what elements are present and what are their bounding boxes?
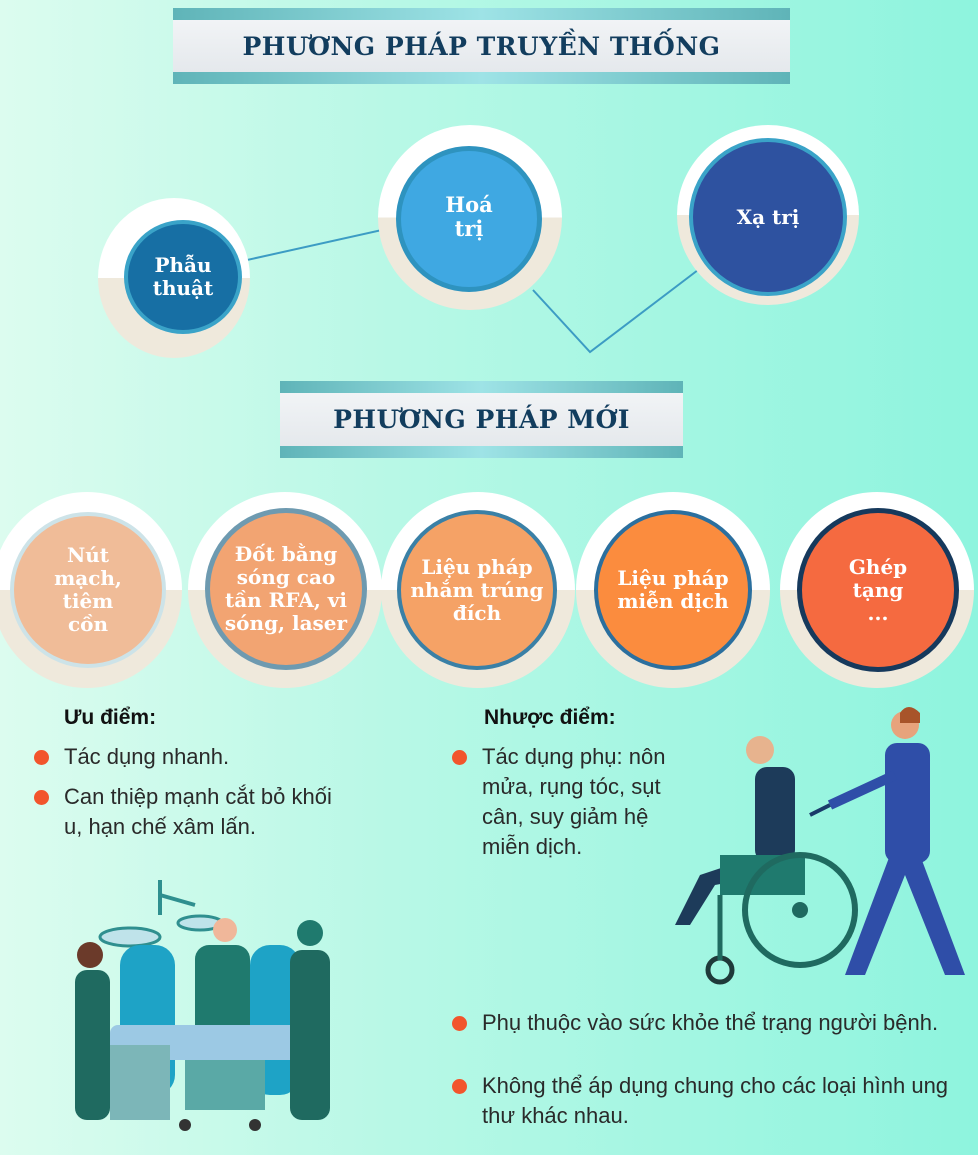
surgery-team-illustration	[75, 880, 330, 1131]
bullet-icon	[452, 1016, 467, 1031]
pros-item: Can thiệp mạnh cắt bỏ khối u, hạn chế xâ…	[34, 782, 344, 842]
bullet-icon	[452, 1079, 467, 1094]
bullet-icon	[452, 750, 467, 765]
method-label: Liệu pháp nhắm trúng đích	[410, 554, 544, 625]
cons-item: Phụ thuộc vào sức khỏe thể trạng người b…	[452, 1008, 952, 1038]
cons-text: Phụ thuộc vào sức khỏe thể trạng người b…	[482, 1010, 939, 1035]
pros-heading: Ưu điểm:	[64, 706, 157, 729]
method-label: Xạ trị	[736, 205, 800, 229]
bullet-icon	[34, 750, 49, 765]
method-immunotherapy: Liệu pháp miễn dịch	[594, 510, 752, 670]
cons-text: Không thể áp dụng chung cho các loại hìn…	[482, 1073, 949, 1128]
pros-item: Tác dụng nhanh.	[34, 742, 354, 772]
method-transplant: Ghép tạng ...	[797, 508, 959, 672]
method-embolization: Nút mạch, tiêm cồn	[10, 512, 166, 668]
method-targeted: Liệu pháp nhắm trúng đích	[397, 510, 557, 670]
connector-lines	[237, 229, 699, 354]
wheelchair-illustration	[675, 707, 965, 985]
method-label: Phẫu thuật	[152, 253, 214, 300]
method-ablation: Đốt bằng sóng cao tần RFA, vi sóng, lase…	[205, 508, 367, 670]
cons-heading: Nhược điểm:	[484, 706, 616, 729]
method-label: Ghép tạng ...	[848, 554, 908, 625]
traditional-title: PHƯƠNG PHÁP TRUYỀN THỐNG	[242, 31, 721, 61]
method-surgery: Phẫu thuật	[124, 220, 242, 334]
bullet-icon	[34, 790, 49, 805]
modern-banner: PHƯƠNG PHÁP MỚI	[280, 381, 683, 458]
cons-item: Tác dụng phụ: nôn mửa, rụng tóc, sụt cân…	[452, 742, 692, 862]
traditional-banner: PHƯƠNG PHÁP TRUYỀN THỐNG	[173, 8, 790, 84]
pros-text: Tác dụng nhanh.	[64, 744, 230, 769]
method-label: Đốt bằng sóng cao tần RFA, vi sóng, lase…	[224, 542, 348, 635]
method-chemo: Hoá trị	[396, 146, 542, 292]
cons-text: Tác dụng phụ: nôn mửa, rụng tóc, sụt cân…	[482, 744, 666, 859]
method-label: Hoá trị	[445, 192, 493, 242]
cons-item: Không thể áp dụng chung cho các loại hìn…	[452, 1071, 962, 1131]
method-label: Liệu pháp miễn dịch	[617, 566, 729, 613]
method-radiation: Xạ trị	[689, 138, 847, 296]
modern-title: PHƯƠNG PHÁP MỚI	[333, 405, 630, 434]
pros-text: Can thiệp mạnh cắt bỏ khối u, hạn chế xâ…	[64, 784, 332, 839]
method-label: Nút mạch, tiêm cồn	[54, 543, 122, 636]
